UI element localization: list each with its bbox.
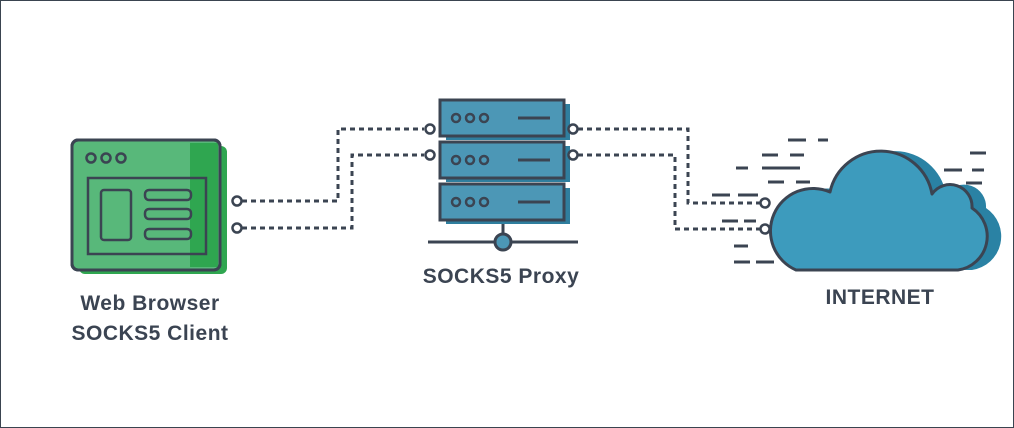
browser-window-icon xyxy=(70,138,227,274)
browser-image-block xyxy=(99,188,133,242)
browser-dot-2 xyxy=(100,152,112,164)
internet-label: INTERNET xyxy=(826,286,935,309)
proxy-port-right-1 xyxy=(567,123,579,135)
browser-dot-3 xyxy=(115,152,127,164)
connector-browser-proxy xyxy=(242,127,424,230)
client-label-line-2: SOCKS5 Client xyxy=(71,322,228,345)
client-port-2 xyxy=(231,222,243,234)
server-unit-1 xyxy=(438,98,570,140)
internet-port-2 xyxy=(759,223,771,235)
client-port-1 xyxy=(231,195,243,207)
internet-port-1 xyxy=(759,197,771,209)
server-unit-2 xyxy=(438,140,570,182)
proxy-port-left-1 xyxy=(424,123,436,135)
proxy-label: SOCKS5 Proxy xyxy=(423,265,580,288)
browser-dot-1 xyxy=(85,152,97,164)
server-unit-3 xyxy=(438,182,570,224)
connector-proxy-internet xyxy=(578,127,760,231)
browser-text-line-2 xyxy=(143,207,193,221)
server-stack-icon xyxy=(428,98,578,252)
cloud-icon xyxy=(768,149,1002,272)
browser-text-line-3 xyxy=(143,227,193,241)
browser-viewport xyxy=(86,176,208,256)
speed-lines xyxy=(712,138,986,264)
browser-side-strip xyxy=(190,143,218,267)
browser-text-line-1 xyxy=(143,188,193,202)
proxy-port-left-2 xyxy=(424,149,436,161)
client-label-line-1: Web Browser xyxy=(80,292,219,315)
proxy-port-right-2 xyxy=(567,149,579,161)
server-network-node xyxy=(493,232,513,252)
